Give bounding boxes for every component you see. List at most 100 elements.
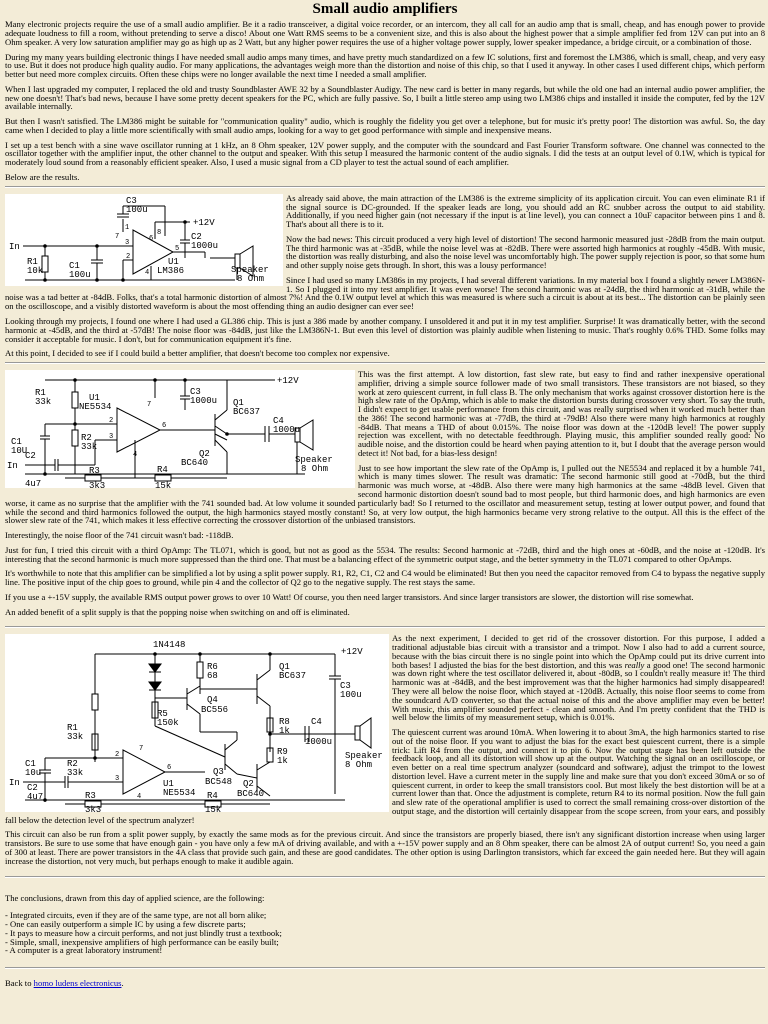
label-q3: Q3 [213, 767, 224, 777]
label-r8-value: 1k [279, 726, 290, 736]
conclusion-item: - Simple, small, inexpensive amplifiers … [5, 936, 279, 947]
ne5534-paragraph: Just for fun, I tried this circuit with … [5, 544, 765, 564]
ne5534-paragraph: This was the first attempt. A low distor… [358, 369, 765, 458]
label-c3: C3 [190, 387, 201, 397]
label-r2-value: 33k [81, 442, 97, 452]
label-c2-value: 1000u [191, 241, 218, 251]
label-c2-value: 4u7 [27, 792, 43, 802]
lm386-paragraph: As already said above, the main attracti… [286, 192, 765, 230]
lm386-paragraph: Now the bad news: This circuit produced … [286, 233, 765, 271]
pin-label: 4 [133, 451, 137, 459]
label-c2: C2 [25, 451, 36, 461]
intro-paragraph: Many electronic projects require the use… [5, 19, 765, 47]
pin-label: 2 [126, 253, 130, 261]
label-r4: R4 [157, 465, 168, 475]
pin-label: 7 [139, 745, 143, 753]
label-u1-type: LM386 [157, 266, 184, 276]
divider [5, 626, 765, 629]
label-c4-value: 1000u [273, 425, 300, 435]
intro-paragraph: During my many years building electronic… [5, 51, 765, 80]
conclusion-item: - One can easily outperform a simple IC … [5, 919, 246, 930]
divider [5, 875, 765, 878]
label-c2-value: 4u7 [25, 479, 41, 488]
pin-label: 7 [115, 233, 119, 241]
label-supply: +12V [193, 218, 215, 228]
label-q4-type: BC556 [201, 705, 228, 715]
label-speaker-value: 8 Ohm [345, 760, 372, 770]
label-c2: C2 [191, 232, 202, 242]
ne5534-paragraph: If you use a +-15V supply, the available… [5, 591, 694, 602]
label-speaker: Speaker [295, 455, 333, 465]
label-c4: C4 [311, 717, 322, 727]
pin-label: 6 [167, 764, 171, 772]
label-q4: Q4 [207, 695, 218, 705]
conclusion-item: - A computer is a great laboratory instr… [5, 945, 163, 956]
label-input: In [9, 242, 20, 252]
page: Small audio amplifiers Many electronic p… [5, 1, 766, 994]
pin-label: 3 [115, 775, 119, 783]
label-r1-value: 33k [35, 397, 51, 407]
label-r8: R8 [279, 717, 290, 727]
label-c3: C3 [126, 196, 137, 206]
label-r3-value: 3k3 [89, 481, 105, 488]
divider [5, 185, 765, 188]
ne5534-paragraph: It's worthwhile to note that this amplif… [5, 568, 765, 588]
label-r9: R9 [277, 747, 288, 757]
divider [5, 967, 765, 970]
label-speaker-value: 8 Ohm [237, 274, 264, 284]
label-r2: R2 [67, 759, 78, 769]
label-r5-value: 150k [157, 718, 179, 728]
label-c3-value: 1000u [190, 396, 217, 406]
ne5534-paragraph: An added benefit of a split supply is th… [5, 606, 350, 617]
label-c1-value: 10U [11, 446, 27, 456]
conclusions-intro: The conclusions, drawn from this day of … [5, 892, 265, 903]
label-r1: R1 [27, 257, 38, 267]
pin-label: 1 [125, 224, 129, 232]
label-c1-value: 10u [25, 768, 41, 778]
label-speaker: Speaker [231, 265, 269, 275]
label-r3: R3 [85, 791, 96, 801]
biased-amp-paragraph: The quiescent current was around 10mA. W… [5, 727, 765, 825]
ne5534-paragraph: Interestingly, the noise floor of the 74… [5, 530, 234, 541]
biased-amp-schematic: 1N4148 +12V R6 68 Q1 BC637 C3 100u Q4 BC… [5, 634, 389, 813]
label-speaker-value: 8 Ohm [301, 464, 328, 474]
lm386-schematic: C3 100u +12V C2 1000u In R1 10k C1 100u … [5, 193, 283, 286]
label-r4-value: 15k [205, 805, 221, 812]
label-u1: U1 [89, 393, 100, 403]
intro-paragraph: But then I wasn't satisfied. The LM386 m… [5, 116, 765, 135]
label-u1-type: NE5534 [79, 402, 111, 412]
pin-label: 3 [109, 433, 113, 441]
label-supply: +12V [341, 647, 363, 657]
label-q2: Q2 [199, 449, 210, 459]
home-link[interactable]: homo ludens electronicus [33, 978, 122, 989]
label-q1-type: BC637 [233, 407, 260, 417]
label-r2-value: 33k [67, 768, 83, 778]
label-c1: C1 [69, 261, 80, 271]
pin-label: 6 [149, 235, 153, 243]
conclusion-item: - It pays to measure how a circuit perfo… [5, 927, 282, 938]
label-q1: Q1 [279, 662, 290, 672]
pin-label: 5 [175, 245, 179, 253]
lm386-paragraph: Looking through my projects, I found one… [5, 315, 765, 344]
label-r3-value: 3k3 [85, 805, 101, 812]
pin-label: 4 [137, 793, 141, 801]
label-c3-value: 100u [126, 205, 148, 215]
label-r6: R6 [207, 662, 218, 672]
label-c4-value: 1000u [305, 737, 332, 747]
label-speaker: Speaker [345, 751, 383, 761]
lm386-paragraph: At this point, I decided to see if I cou… [5, 348, 390, 359]
divider [5, 362, 765, 365]
label-r6-value: 68 [207, 671, 218, 681]
label-c2: C2 [27, 783, 38, 793]
label-c3-value: 100u [340, 690, 362, 700]
pin-label: 2 [109, 417, 113, 425]
label-c1: C1 [25, 759, 36, 769]
label-q1: Q1 [233, 398, 244, 408]
intro-paragraph: I set up a test bench with a sine wave o… [5, 139, 765, 168]
label-q2-type: BC640 [237, 789, 264, 799]
label-c1-value: 100u [69, 270, 91, 280]
pin-label: 2 [115, 751, 119, 759]
biased-amp-paragraph: As the next experiment, I decided to get… [392, 633, 766, 723]
pin-label: 7 [147, 401, 151, 409]
label-u1: U1 [163, 779, 174, 789]
